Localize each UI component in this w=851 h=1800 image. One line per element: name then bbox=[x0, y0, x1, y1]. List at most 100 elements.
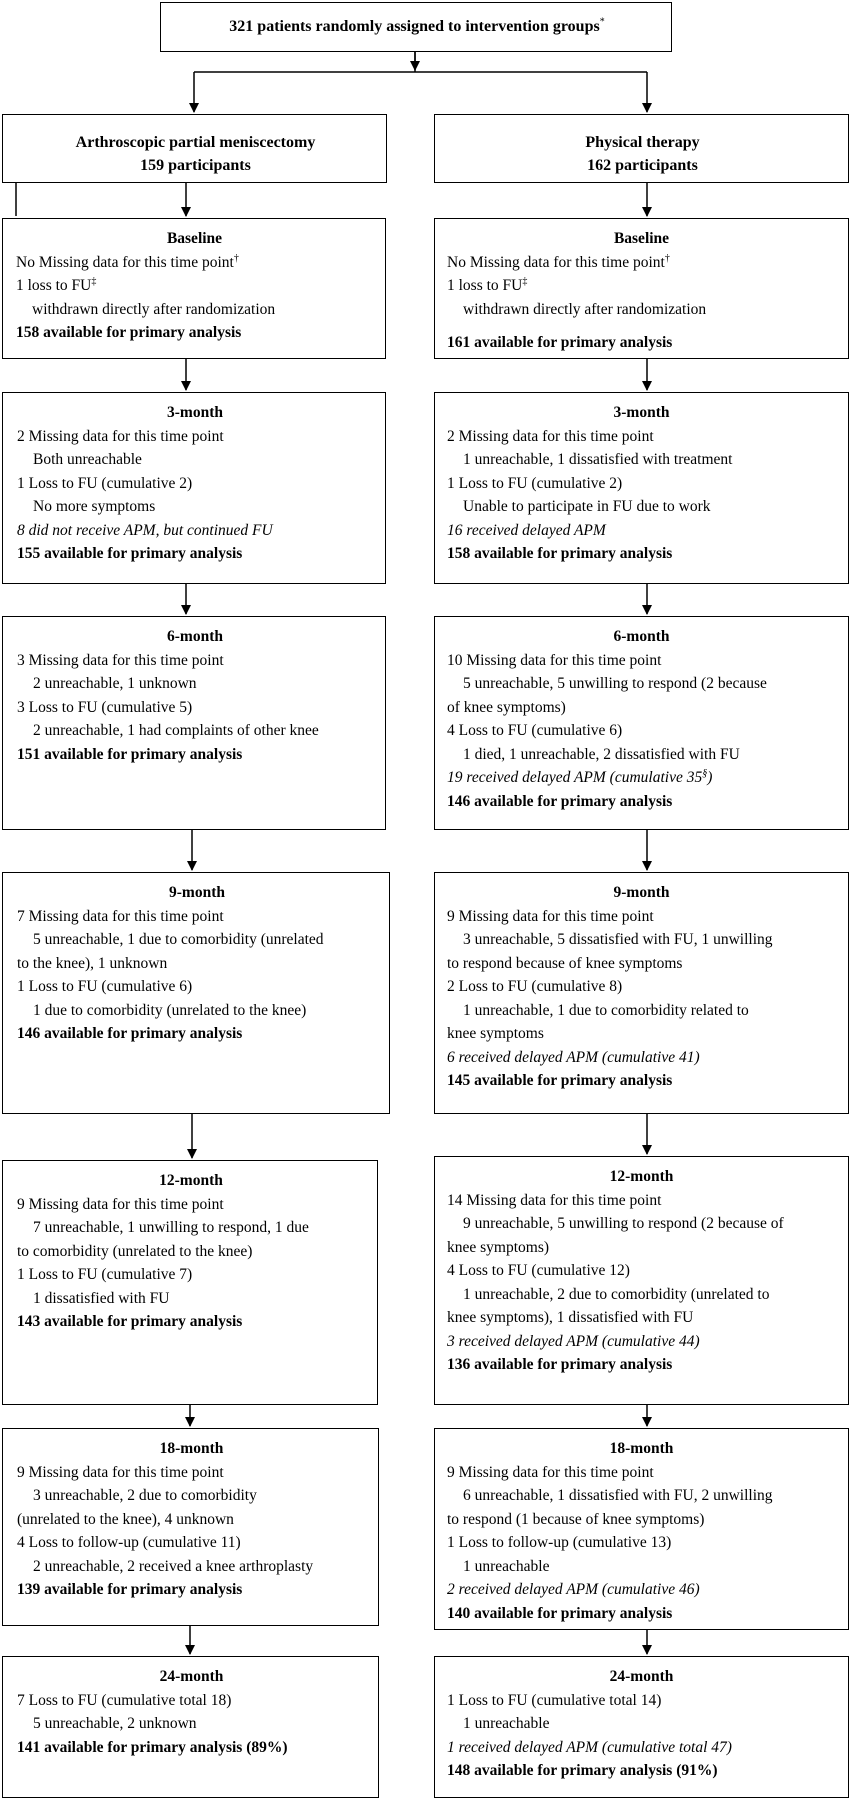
left-9month-line2: 5 unreachable, 1 due to comorbidity (unr… bbox=[33, 931, 324, 948]
right-9month-line1: 9 Missing data for this time point bbox=[447, 907, 654, 925]
left-18month-box: 18-month 9 Missing data for this time po… bbox=[2, 1428, 379, 1626]
left-24month-available: 141 available for primary analysis (89%) bbox=[17, 1738, 288, 1756]
left-6month-box: 6-month 3 Missing data for this time poi… bbox=[2, 616, 386, 830]
right-12month-line3: knee symptoms) bbox=[447, 1238, 550, 1256]
right-9month-line3: to respond because of knee symptoms bbox=[447, 954, 683, 972]
right-12month-title: 12-month bbox=[609, 1168, 674, 1185]
right-3month-box: 3-month 2 Missing data for this time poi… bbox=[434, 392, 849, 584]
left-3month-line2: Both unreachable bbox=[33, 451, 142, 468]
left-baseline-title: Baseline bbox=[166, 230, 223, 247]
left-18month-title: 18-month bbox=[159, 1440, 224, 1457]
left-24month-box: 24-month 7 Loss to FU (cumulative total … bbox=[2, 1656, 379, 1798]
left-12month-box: 12-month 9 Missing data for this time po… bbox=[2, 1160, 378, 1405]
right-12month-line5: 1 unreachable, 2 due to comorbidity (unr… bbox=[463, 1285, 770, 1303]
left-baseline-line2: 1 loss to FU‡ bbox=[16, 275, 97, 294]
left-3month-line4: No more symptoms bbox=[33, 498, 156, 515]
left-24month-line2: 5 unreachable, 2 unknown bbox=[33, 1715, 197, 1732]
left-9month-title: 9-month bbox=[169, 884, 225, 901]
right-24month-line2: 1 unreachable bbox=[463, 1715, 550, 1732]
arm-count-apm: 159 participants bbox=[140, 157, 251, 174]
right-12month-line6: knee symptoms), 1 dissatisfied with FU bbox=[447, 1309, 694, 1326]
left-18month-available: 139 available for primary analysis bbox=[17, 1581, 243, 1598]
left-baseline-line1: No Missing data for this time point† bbox=[16, 252, 239, 271]
arm-count-pt: 162 participants bbox=[587, 157, 698, 174]
right-9month-title: 9-month bbox=[613, 884, 670, 901]
right-3month-line3: 1 Loss to FU (cumulative 2) bbox=[447, 474, 623, 492]
right-18month-available: 140 available for primary analysis bbox=[447, 1604, 673, 1622]
right-18month-line1: 9 Missing data for this time point bbox=[447, 1463, 654, 1481]
left-6month-title: 6-month bbox=[167, 628, 223, 645]
right-6month-line4: 4 Loss to FU (cumulative 6) bbox=[447, 722, 623, 739]
right-24month-line1: 1 Loss to FU (cumulative total 14) bbox=[447, 1691, 662, 1709]
left-6month-line2: 2 unreachable, 1 unknown bbox=[33, 675, 197, 692]
right-6month-line2: 5 unreachable, 5 unwilling to respond (2… bbox=[463, 675, 767, 692]
right-6month-box: 6-month 10 Missing data for this time po… bbox=[434, 616, 849, 830]
left-6month-line3: 3 Loss to FU (cumulative 5) bbox=[17, 698, 193, 716]
right-9month-line4: 2 Loss to FU (cumulative 8) bbox=[447, 978, 623, 995]
left-9month-line5: 1 due to comorbidity (unrelated to the k… bbox=[33, 1001, 307, 1019]
right-24month-title: 24-month bbox=[609, 1668, 674, 1685]
right-12month-line7: 3 received delayed APM (cumulative 44) bbox=[447, 1332, 700, 1350]
right-baseline-line2: 1 loss to FU‡ bbox=[447, 275, 528, 294]
arm-title-pt: Physical therapy bbox=[585, 134, 700, 151]
left-9month-available: 146 available for primary analysis bbox=[17, 1025, 243, 1042]
left-baseline-line3: withdrawn directly after randomization bbox=[32, 300, 276, 318]
left-9month-line1: 7 Missing data for this time point bbox=[17, 907, 224, 925]
right-18month-line6: 2 received delayed APM (cumulative 46) bbox=[447, 1581, 700, 1598]
right-6month-available: 146 available for primary analysis bbox=[447, 792, 673, 810]
left-6month-line1: 3 Missing data for this time point bbox=[17, 651, 224, 669]
randomization-footnote-mark: * bbox=[599, 16, 605, 28]
left-3month-title: 3-month bbox=[167, 404, 223, 421]
right-18month-line3: to respond (1 because of knee symptoms) bbox=[447, 1510, 705, 1528]
right-18month-line4: 1 Loss to follow-up (cumulative 13) bbox=[447, 1534, 672, 1551]
right-6month-line3: of knee symptoms) bbox=[447, 698, 566, 716]
right-baseline-title: Baseline bbox=[613, 230, 670, 247]
arm-box-apm: Arthroscopic partial meniscectomy 159 pa… bbox=[2, 114, 387, 183]
right-9month-available: 145 available for primary analysis bbox=[447, 1072, 673, 1089]
right-3month-available: 158 available for primary analysis bbox=[447, 545, 673, 562]
right-baseline-box: Baseline No Missing data for this time p… bbox=[434, 218, 849, 359]
right-3month-title: 3-month bbox=[613, 404, 670, 421]
right-6month-line6: 19 received delayed APM (cumulative 35§) bbox=[447, 767, 713, 786]
right-baseline-line3: withdrawn directly after randomization bbox=[463, 300, 707, 318]
left-baseline-box: Baseline No Missing data for this time p… bbox=[2, 218, 386, 359]
arm-box-pt: Physical therapy 162 participants bbox=[434, 114, 849, 183]
left-18month-line4: 4 Loss to follow-up (cumulative 11) bbox=[17, 1534, 241, 1551]
left-baseline-available: 158 available for primary analysis bbox=[16, 324, 242, 341]
left-9month-line3: to the knee), 1 unknown bbox=[17, 954, 168, 972]
left-12month-line4: 1 Loss to FU (cumulative 7) bbox=[17, 1266, 193, 1283]
right-9month-line7: 6 received delayed APM (cumulative 41) bbox=[447, 1048, 700, 1066]
left-24month-title: 24-month bbox=[159, 1668, 224, 1685]
left-18month-line5: 2 unreachable, 2 received a knee arthrop… bbox=[33, 1557, 314, 1575]
left-3month-line1: 2 Missing data for this time point bbox=[17, 427, 224, 445]
right-9month-line6: knee symptoms bbox=[447, 1025, 544, 1042]
left-3month-line5: 8 did not receive APM, but continued FU bbox=[17, 521, 273, 539]
left-12month-line3: to comorbidity (unrelated to the knee) bbox=[17, 1242, 253, 1260]
right-18month-box: 18-month 9 Missing data for this time po… bbox=[434, 1428, 849, 1630]
right-12month-line2: 9 unreachable, 5 unwilling to respond (2… bbox=[463, 1215, 784, 1232]
right-12month-line4: 4 Loss to FU (cumulative 12) bbox=[447, 1262, 630, 1279]
left-18month-line1: 9 Missing data for this time point bbox=[17, 1463, 224, 1481]
right-baseline-available: 161 available for primary analysis bbox=[447, 334, 673, 351]
left-3month-line3: 1 Loss to FU (cumulative 2) bbox=[17, 474, 193, 492]
right-baseline-line1: No Missing data for this time point† bbox=[447, 252, 670, 271]
left-9month-line4: 1 Loss to FU (cumulative 6) bbox=[17, 978, 193, 995]
left-12month-line1: 9 Missing data for this time point bbox=[17, 1195, 224, 1213]
left-9month-box: 9-month 7 Missing data for this time poi… bbox=[2, 872, 390, 1114]
right-12month-line1: 14 Missing data for this time point bbox=[447, 1191, 662, 1209]
left-12month-title: 12-month bbox=[159, 1172, 223, 1189]
right-6month-title: 6-month bbox=[613, 628, 670, 645]
right-18month-line5: 1 unreachable bbox=[463, 1557, 550, 1575]
right-6month-line5: 1 died, 1 unreachable, 2 dissatisfied wi… bbox=[463, 745, 740, 763]
randomization-text: 321 patients randomly assigned to interv… bbox=[229, 18, 600, 35]
left-18month-line2: 3 unreachable, 2 due to comorbidity bbox=[33, 1487, 257, 1504]
left-12month-line5: 1 dissatisfied with FU bbox=[33, 1289, 170, 1307]
right-24month-box: 24-month 1 Loss to FU (cumulative total … bbox=[434, 1656, 849, 1798]
right-12month-box: 12-month 14 Missing data for this time p… bbox=[434, 1156, 849, 1405]
right-9month-line5: 1 unreachable, 1 due to comorbidity rela… bbox=[463, 1001, 749, 1019]
left-3month-box: 3-month 2 Missing data for this time poi… bbox=[2, 392, 386, 584]
left-12month-line2: 7 unreachable, 1 unwilling to respond, 1… bbox=[33, 1219, 309, 1236]
right-18month-line2: 6 unreachable, 1 dissatisfied with FU, 2… bbox=[463, 1487, 773, 1504]
left-3month-available: 155 available for primary analysis bbox=[17, 545, 243, 562]
